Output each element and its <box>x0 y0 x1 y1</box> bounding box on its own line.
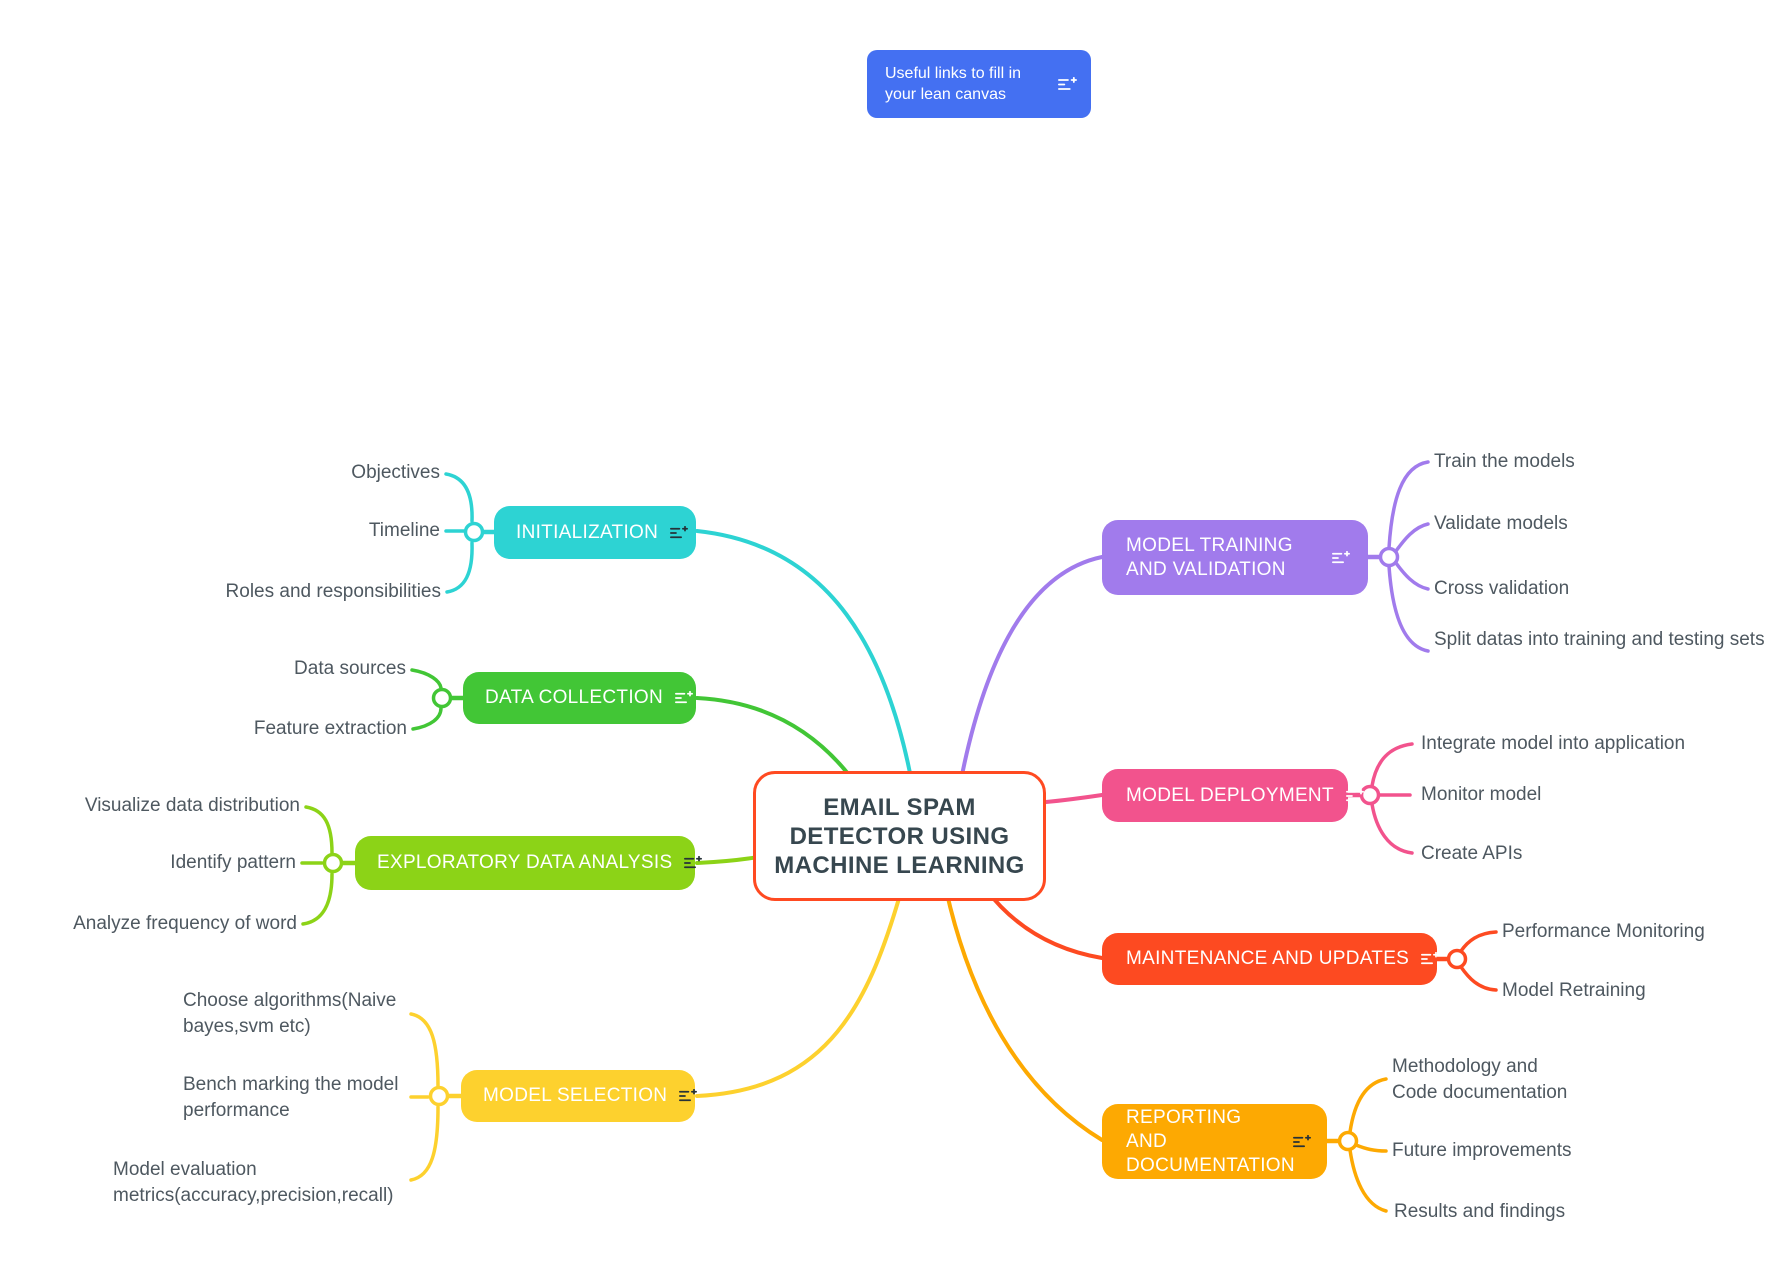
node-reporting-and-documentation[interactable]: REPORTING AND DOCUMENTATION <box>1102 1104 1327 1179</box>
branch-data-collection-curves <box>410 668 860 789</box>
collapse-toggle[interactable] <box>463 521 485 543</box>
add-note-icon[interactable] <box>1293 1134 1311 1149</box>
node-label: REPORTING AND DOCUMENTATION <box>1126 1106 1295 1176</box>
branch-model-training-curves <box>958 460 1430 787</box>
root-node[interactable]: EMAIL SPAM DETECTOR USING MACHINE LEARNI… <box>753 771 1046 901</box>
collapse-toggle[interactable] <box>1359 784 1381 806</box>
add-note-icon[interactable] <box>1058 76 1077 92</box>
node-label: EXPLORATORY DATA ANALYSIS <box>377 852 673 873</box>
child-node[interactable]: Split datas into training and testing se… <box>1434 629 1765 650</box>
child-node[interactable]: Feature extraction <box>253 718 407 739</box>
child-node[interactable]: Analyze frequency of word <box>73 913 297 934</box>
child-node[interactable]: Integrate model into application <box>1421 733 1686 754</box>
collapse-toggle[interactable] <box>431 687 453 709</box>
node-maintenance-and-updates[interactable]: MAINTENANCE AND UPDATES <box>1102 933 1440 985</box>
child-node[interactable]: Roles and responsibilities <box>225 581 441 602</box>
child-node[interactable]: Create APIs <box>1421 843 1523 864</box>
node-model-selection[interactable]: MODEL SELECTION <box>461 1070 698 1122</box>
child-node[interactable]: Methodology and Code documentation <box>1392 1056 1568 1103</box>
collapse-toggle[interactable] <box>1446 948 1468 970</box>
root-node-label: EMAIL SPAM DETECTOR USING MACHINE LEARNI… <box>774 793 1025 879</box>
child-node[interactable]: Timeline <box>368 520 440 541</box>
node-label: MAINTENANCE AND UPDATES <box>1126 948 1410 969</box>
child-node[interactable]: Objectives <box>351 462 440 483</box>
floating-note-label: Useful links to fill in your lean canvas <box>885 65 1022 103</box>
child-node[interactable]: Validate models <box>1434 513 1568 534</box>
node-label: MODEL TRAINING AND VALIDATION <box>1126 534 1293 580</box>
child-node[interactable]: Choose algorithms(Naive bayes,svm etc) <box>183 990 397 1037</box>
add-note-icon[interactable] <box>684 856 703 870</box>
node-exploratory-data-analysis[interactable]: EXPLORATORY DATA ANALYSIS <box>355 836 703 890</box>
branch-model-selection-curves <box>409 886 904 1182</box>
node-model-training-and-validation[interactable]: MODEL TRAINING AND VALIDATION <box>1102 520 1368 595</box>
add-note-icon[interactable] <box>675 691 693 705</box>
add-note-icon[interactable] <box>670 525 689 540</box>
add-note-icon[interactable] <box>1345 788 1364 803</box>
node-label: MODEL SELECTION <box>483 1085 668 1106</box>
node-label: MODEL DEPLOYMENT <box>1126 784 1334 806</box>
child-node[interactable]: Results and findings <box>1394 1201 1566 1222</box>
branch-reporting-curves <box>943 883 1388 1213</box>
collapse-toggle[interactable] <box>1337 1130 1359 1152</box>
floating-note-useful-links[interactable]: Useful links to fill in your lean canvas <box>867 50 1091 118</box>
branch-eda-curves <box>300 805 792 926</box>
child-node[interactable]: Model evaluation metrics(accuracy,precis… <box>113 1159 394 1206</box>
child-node[interactable]: Train the models <box>1434 451 1575 472</box>
node-label: INITIALIZATION <box>516 521 659 543</box>
child-node[interactable]: Cross validation <box>1434 578 1570 599</box>
collapse-toggle[interactable] <box>1378 546 1400 568</box>
add-note-icon[interactable] <box>1421 952 1440 966</box>
collapse-toggle[interactable] <box>428 1085 450 1107</box>
add-note-icon[interactable] <box>1332 550 1350 565</box>
collapse-toggle[interactable] <box>322 852 344 874</box>
child-node[interactable]: Monitor model <box>1421 784 1542 805</box>
child-node[interactable]: Identify pattern <box>170 852 296 873</box>
node-data-collection[interactable]: DATA COLLECTION <box>463 672 696 724</box>
child-node[interactable]: Data sources <box>294 658 406 679</box>
node-model-deployment[interactable]: MODEL DEPLOYMENT <box>1102 769 1364 822</box>
child-node[interactable]: Bench marking the model performance <box>183 1074 399 1121</box>
child-node[interactable]: Future improvements <box>1392 1140 1572 1161</box>
child-node[interactable]: Model Retraining <box>1502 980 1646 1001</box>
child-node[interactable]: Performance Monitoring <box>1502 921 1705 942</box>
node-label: DATA COLLECTION <box>485 687 663 708</box>
child-node[interactable]: Visualize data distribution <box>84 795 300 816</box>
branch-initialization-curves <box>444 472 917 802</box>
node-initialization[interactable]: INITIALIZATION <box>494 506 696 559</box>
add-note-icon[interactable] <box>679 1089 698 1103</box>
branch-maintenance-curves <box>983 886 1498 992</box>
